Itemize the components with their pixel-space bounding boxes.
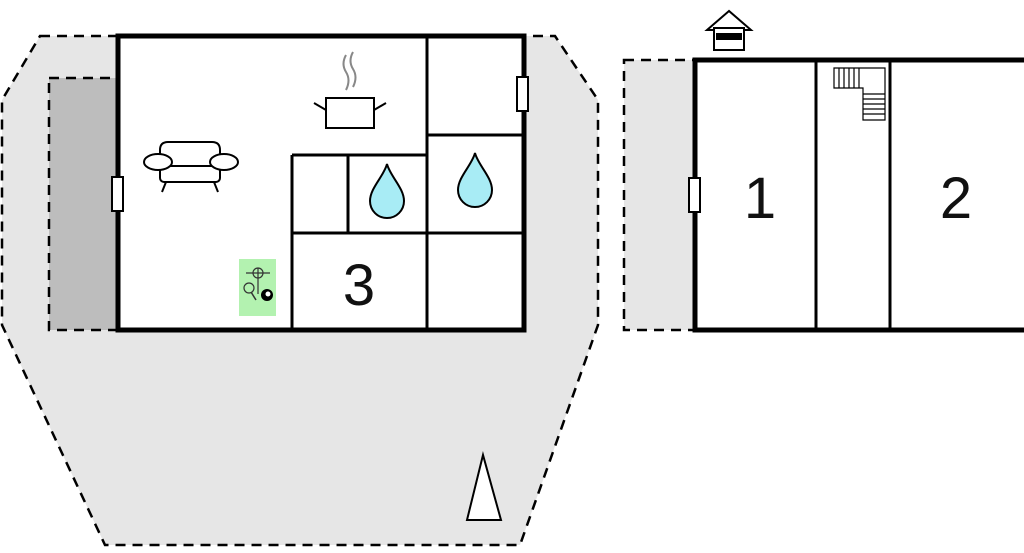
building-outline [692, 57, 1024, 333]
building-upper-floor: 1 2 [688, 57, 1024, 333]
water-drop-icon [368, 163, 406, 219]
building-ground-floor: 3 [111, 33, 529, 333]
room-number-3: 3 [343, 253, 375, 318]
door [516, 76, 529, 112]
house-entrance-icon [704, 9, 754, 51]
door [111, 176, 124, 212]
north-arrow-icon [465, 451, 503, 521]
room-number-1: 1 [744, 166, 776, 231]
room-number-2: 2 [940, 166, 972, 231]
staircase-icon [833, 67, 886, 121]
door [688, 177, 701, 213]
water-drop-icon [456, 152, 494, 208]
terrace [47, 76, 121, 332]
outdoor-area-right [622, 58, 698, 332]
sofa-icon [143, 141, 239, 193]
activities-icon [239, 259, 276, 316]
cooking-pot-icon [313, 51, 387, 129]
